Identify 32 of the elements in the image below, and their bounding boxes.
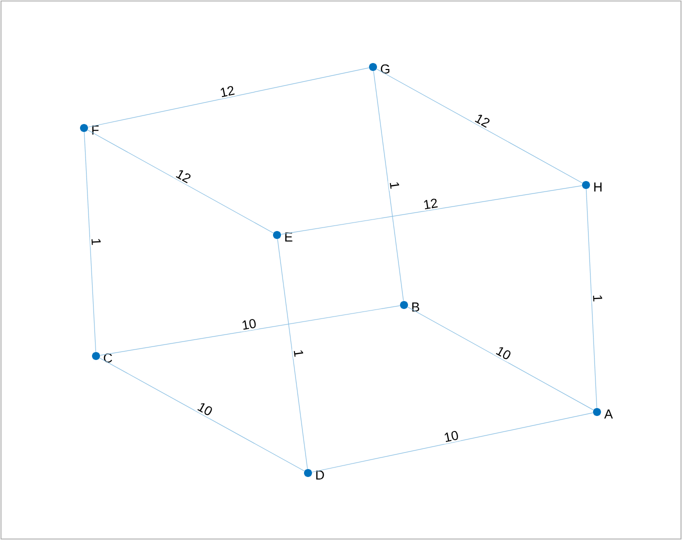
edge-label: 10: [441, 428, 461, 444]
edge-line: [87, 130, 274, 234]
vertex-label: D: [316, 470, 324, 480]
edge-label: 12: [472, 111, 494, 130]
vertex-label: B: [412, 302, 420, 312]
edge-label: 1: [388, 179, 402, 192]
vertex-label: F: [92, 126, 99, 134]
edge-label: 1: [292, 347, 306, 360]
edge-line: [376, 68, 583, 184]
edge-label: 1: [591, 292, 604, 304]
vertex-label: C: [104, 353, 112, 363]
edge-line: [373, 70, 404, 302]
vertex-label: A: [604, 410, 613, 418]
edge-line: [277, 238, 308, 470]
vertex-label: G: [380, 64, 390, 74]
edge-line: [312, 412, 594, 472]
edge-label: 12: [217, 84, 237, 100]
edge-line: [280, 185, 582, 235]
edge-line: [407, 306, 594, 410]
edge-line: [99, 358, 305, 472]
edge-line: [586, 188, 598, 408]
edge-label: 10: [239, 316, 259, 332]
edge-label: 10: [194, 399, 216, 419]
edge-label: 1: [90, 236, 102, 248]
vertex-label: H: [594, 182, 602, 192]
edge-label: 10: [492, 343, 514, 363]
edge-line: [100, 305, 400, 356]
edge-line: [84, 132, 96, 352]
edge-line: [88, 68, 370, 128]
edge-label: 12: [420, 196, 440, 212]
edge-label: 12: [172, 166, 194, 186]
vertex-label: E: [285, 232, 292, 242]
